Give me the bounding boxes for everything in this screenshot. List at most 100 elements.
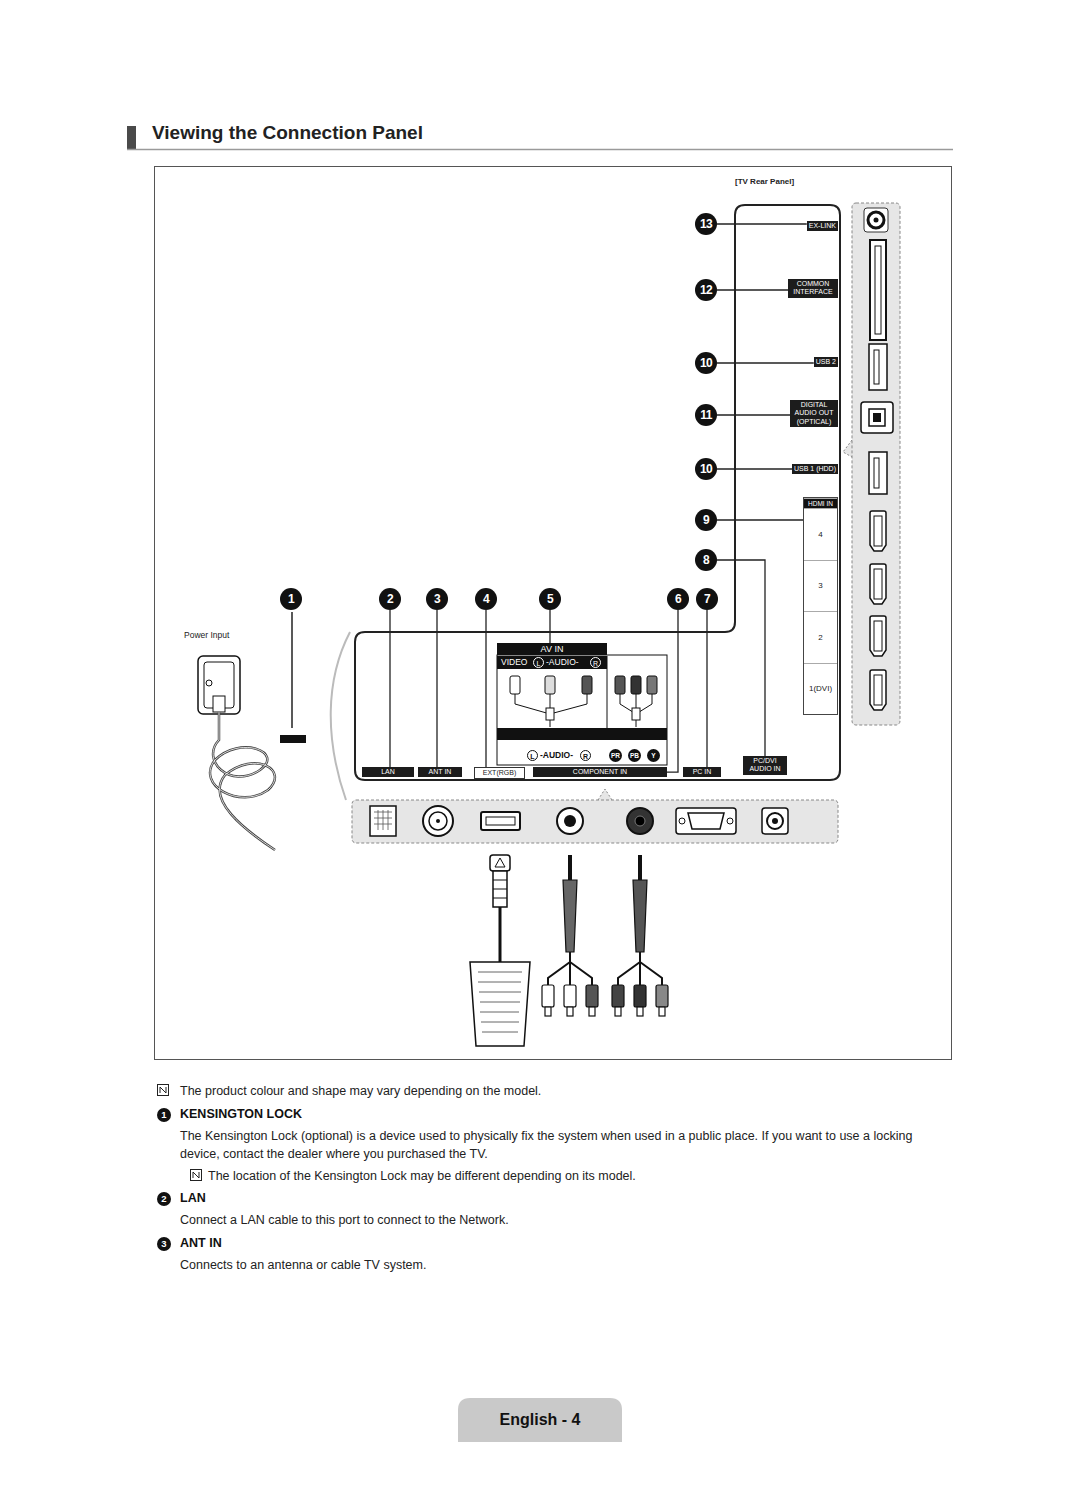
bottom-port-zoom xyxy=(370,806,396,836)
art-shape xyxy=(637,1007,643,1016)
art-shape xyxy=(542,855,668,1016)
port-label: USB 2 xyxy=(814,357,838,367)
note-icon xyxy=(158,1085,169,1096)
side-port-zoom xyxy=(874,350,879,384)
figure-frame xyxy=(155,167,952,1060)
port-label: EXT(RGB) xyxy=(474,767,525,779)
av-component-panel xyxy=(607,656,608,728)
port-text: COMPONENT IN xyxy=(535,768,665,776)
port-text: 4 xyxy=(804,508,837,560)
side-port-zoom xyxy=(873,413,881,422)
power-input xyxy=(210,712,275,850)
art-shape xyxy=(615,1007,621,1016)
leader-line xyxy=(706,610,707,767)
side-port-zoom xyxy=(870,511,886,551)
callout-number: 11 xyxy=(695,404,717,426)
bottom-port-zoom xyxy=(727,818,733,824)
body-text: Connect a LAN cable to this port to conn… xyxy=(180,1211,940,1229)
art-shape xyxy=(568,855,572,880)
jack-name: PR xyxy=(609,749,622,762)
port-text: PC IN xyxy=(685,768,719,776)
callout-number: 10 xyxy=(695,352,717,374)
side-port-zoom xyxy=(874,675,882,705)
art-shape xyxy=(515,694,587,727)
note-text: The location of the Kensington Lock may … xyxy=(208,1167,948,1185)
art-shape xyxy=(510,676,657,727)
port-label: ANT IN xyxy=(418,767,462,777)
kensington-lock xyxy=(291,612,293,728)
callout-text: 5 xyxy=(539,588,561,610)
jack-name: L xyxy=(527,750,538,761)
bottom-port-zoom xyxy=(627,808,653,834)
kensington-lock xyxy=(280,735,306,743)
leader-line xyxy=(717,560,765,756)
port-text: HDMI IN xyxy=(804,498,837,508)
callout-number: 3 xyxy=(426,588,448,610)
port-text: 1(DVI) xyxy=(804,663,837,715)
section-heading: LAN xyxy=(180,1189,206,1207)
callout-text: 7 xyxy=(696,588,718,610)
side-port-zoom xyxy=(874,516,882,546)
callout-text: 9 xyxy=(695,509,717,531)
art-shape xyxy=(563,880,577,952)
port-text: EXT(RGB) xyxy=(477,769,522,777)
port-label: EX-LINK xyxy=(807,221,838,231)
art-shape xyxy=(615,676,625,694)
cables xyxy=(499,907,502,962)
port-text: USB 1 (HDD) xyxy=(794,465,836,473)
side-port-zoom xyxy=(843,440,852,457)
leader-line xyxy=(436,610,437,767)
art-shape xyxy=(656,985,668,1007)
part-name: Power Input xyxy=(184,630,229,640)
side-port-zoom xyxy=(852,203,900,725)
av-component-panel xyxy=(497,655,667,765)
leader-line xyxy=(667,610,678,772)
leader-line xyxy=(717,519,803,520)
art-shape xyxy=(589,1007,595,1016)
callout-number: 4 xyxy=(475,588,497,610)
callout-text: 3 xyxy=(426,588,448,610)
port-text: USB 2 xyxy=(816,358,836,366)
cables xyxy=(495,858,505,867)
art-shape xyxy=(548,952,592,985)
bottom-port-zoom xyxy=(423,806,453,836)
art-shape xyxy=(634,985,646,1007)
body-text: Connects to an antenna or cable TV syste… xyxy=(180,1256,940,1274)
power-input xyxy=(213,696,225,712)
cables xyxy=(490,855,510,871)
side-port-zoom xyxy=(843,203,900,725)
side-port-zoom xyxy=(870,616,886,656)
note-icon xyxy=(191,1170,202,1181)
jack-name: PB xyxy=(628,749,641,762)
power-input xyxy=(198,656,275,850)
port-label: USB 1 (HDD) xyxy=(792,464,838,474)
port-text: 3 xyxy=(804,560,837,612)
side-port-zoom xyxy=(870,670,886,710)
power-input xyxy=(210,712,275,850)
panel-break-line xyxy=(331,632,350,800)
av-component-panel xyxy=(497,728,667,740)
note-icon xyxy=(193,1172,199,1178)
art-shape xyxy=(633,880,647,952)
art-shape xyxy=(647,676,657,694)
callout-number: 2 xyxy=(379,588,401,610)
leader-line xyxy=(717,414,790,415)
callout-text: 8 xyxy=(695,549,717,571)
art-shape xyxy=(632,708,640,720)
bottom-port-zoom xyxy=(481,812,520,830)
note-icon xyxy=(160,1087,166,1093)
footer-tab xyxy=(458,1398,622,1442)
leader-line xyxy=(549,610,550,643)
callout-text: 4 xyxy=(475,588,497,610)
bottom-port-zoom xyxy=(374,810,392,830)
callout-text: 13 xyxy=(695,213,717,235)
callout-text: 12 xyxy=(695,279,717,301)
body-text: The Kensington Lock (optional) is a devi… xyxy=(180,1127,952,1163)
port-label: LAN xyxy=(362,767,414,777)
art-shape xyxy=(582,676,592,694)
art-shape xyxy=(659,1007,665,1016)
art-shape xyxy=(510,676,520,694)
port-label: PC IN xyxy=(683,767,721,777)
bottom-port-zoom xyxy=(564,815,576,827)
